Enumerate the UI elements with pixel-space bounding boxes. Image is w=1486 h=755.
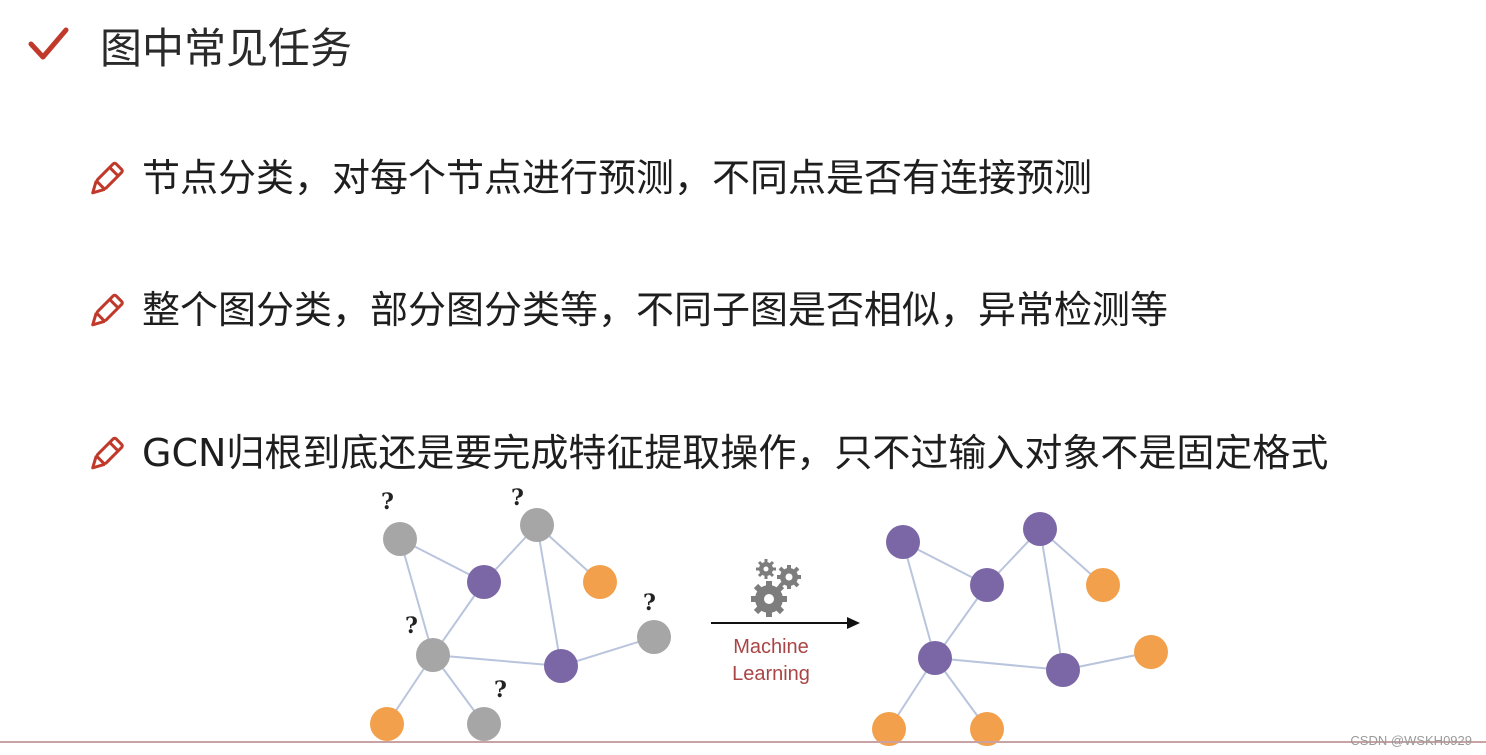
orange-node [872,712,906,746]
bottom-divider [0,741,1486,743]
arrow-label-learning: Learning [732,663,810,685]
unknown-node [520,508,554,542]
left-graph-edges [386,524,655,725]
bullet-item: GCN归根到底还是要完成特征提取操作，只不过输入对象不是固定格式 [84,428,1328,478]
unknown-node [416,638,450,672]
unknown-node [383,522,417,556]
bullet-item: 整个图分类，部分图分类等，不同子图是否相似，异常检测等 [84,285,1168,335]
gears-icon [751,559,801,617]
right-graph-edges [888,528,1152,730]
question-mark: ? [511,485,524,511]
orange-node [970,712,1004,746]
purple-node [970,568,1004,602]
title-row [26,22,72,68]
bullet-text: GCN归根到底还是要完成特征提取操作，只不过输入对象不是固定格式 [142,431,1329,475]
right-graph [872,512,1168,746]
question-mark: ? [405,613,418,639]
purple-node [886,525,920,559]
arrow [711,617,860,629]
check-icon [28,27,69,60]
orange-node [1134,635,1168,669]
purple-node [1023,512,1057,546]
question-mark: ? [643,590,656,616]
purple-node [1046,653,1080,687]
arrow-label-machine: Machine [733,636,809,658]
bullet-text: 节点分类，对每个节点进行预测，不同点是否有连接预测 [142,156,1093,200]
orange-node [370,707,404,741]
purple-node [918,641,952,675]
purple-node [544,649,578,683]
pencil-icon [91,436,124,470]
purple-node [467,565,501,599]
question-mark: ? [381,489,394,515]
orange-node [583,565,617,599]
pencil-icon [91,293,124,327]
question-mark: ? [494,677,507,703]
page-title: 图中常见任务 [100,24,353,73]
left-graph: ? ? ? ? ? [370,485,671,741]
unknown-node [637,620,671,654]
pencil-icon [91,161,124,195]
graph-figure: ? ? ? ? ? [370,485,1168,746]
orange-node [1086,568,1120,602]
unknown-node [467,707,501,741]
watermark: CSDN @WSKH0929 [1350,733,1472,748]
bullet-text: 整个图分类，部分图分类等，不同子图是否相似，异常检测等 [142,288,1169,332]
bullet-item: 节点分类，对每个节点进行预测，不同点是否有连接预测 [84,153,1092,203]
